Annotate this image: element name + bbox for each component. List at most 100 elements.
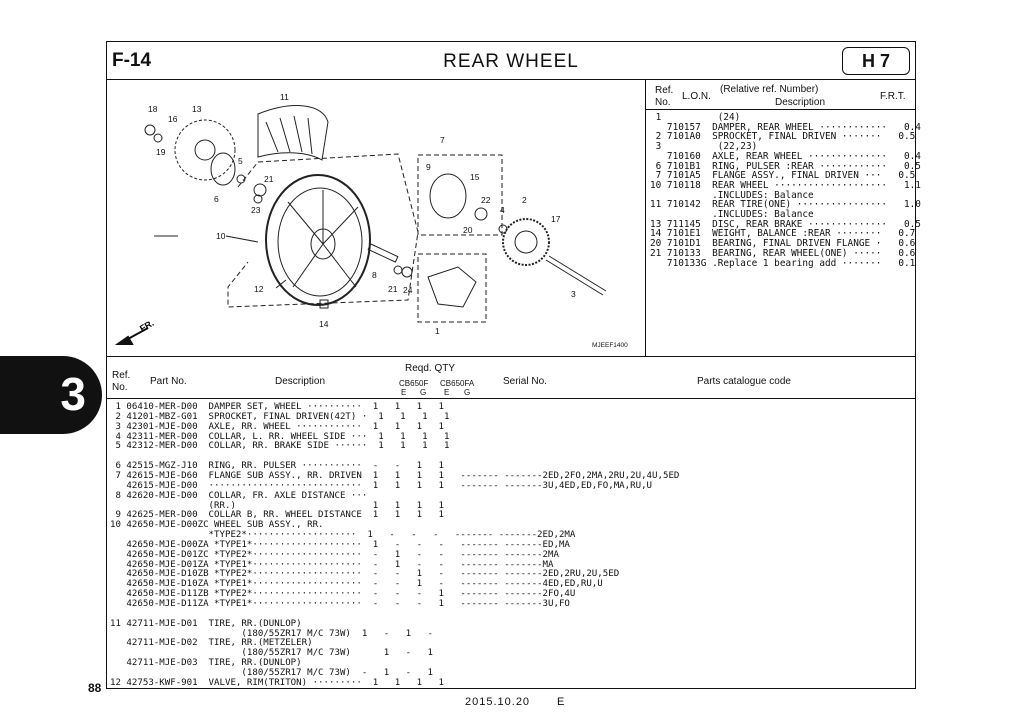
part-row: 42650-MJE-D01ZA *TYPE1*·················… (110, 559, 554, 570)
callout-label: 16 (168, 114, 178, 124)
ref-row: 1 (24) (650, 112, 741, 123)
callout-label: 2 (522, 195, 527, 205)
catalogue-code-header: Parts catalogue code (697, 376, 791, 387)
page-title: REAR WHEEL (443, 51, 579, 72)
ref-row: 10 710118 REAR WHEEL ···················… (650, 179, 921, 191)
ref-row: 7 7101A5 FLANGE ASSY., FINAL DRIVEN ··· … (650, 170, 916, 182)
ref-row: 20 7101D1 BEARING, FINAL DRIVEN FLANGE ·… (650, 238, 916, 250)
model-code-box: H 7 (842, 47, 910, 75)
description-header: Description (275, 376, 326, 387)
callout-label: 21 (264, 174, 274, 184)
type-e-header: E (401, 388, 407, 397)
part-row: 2 41201-MBZ-G01 SPROCKET, FINAL DRIVEN(4… (110, 411, 450, 422)
exploded-diagram: FR. 18 16 13 11 19 5 21 23 6 10 7 9 15 2… (114, 92, 628, 349)
callout-label: 6 (214, 194, 219, 204)
part-row: 7 42615-MJE-D60 FLANGE SUB ASSY., RR. DR… (110, 470, 680, 481)
callout-label: 8 (372, 270, 377, 280)
axle-drawing (545, 255, 607, 296)
flange-outline (417, 154, 503, 236)
serial-no-header: Serial No. (503, 376, 547, 387)
part-no-header: Part No. (150, 376, 187, 387)
ref-description-header: Description (775, 97, 826, 108)
wheel-drawing (265, 174, 371, 306)
ref-row: 3 (22,23) (650, 141, 758, 153)
front-arrow-icon (114, 327, 149, 345)
page-frame (106, 41, 916, 689)
ref-row: 710160 AXLE, REAR WHEEL ·············· 0… (650, 150, 921, 162)
part-row: 11 42711-MJE-D01 TIRE, RR.(DUNLOP) (110, 618, 302, 629)
part-row: 3 42301-MJE-D00 AXLE, RR. WHEEL ········… (110, 421, 444, 432)
ref-row: 14 7101E1 WEIGHT, BALANCE :REAR ········… (650, 228, 916, 240)
callout-label: 14 (319, 319, 329, 329)
diagram-divider (645, 80, 646, 356)
ref-row: 710133G .Replace 1 bearing add ······· 0… (650, 257, 916, 269)
callout-label: 13 (192, 104, 202, 114)
lon-header: L.O.N. (682, 91, 711, 102)
type-g-header: G (420, 388, 427, 397)
part-row: 12 42753-KWF-901 VALVE, RIM(TRITON) ····… (110, 677, 444, 688)
type-g-header: G (464, 388, 471, 397)
damper-outline (417, 253, 487, 323)
part-row: 42650-MJE-D11ZB *TYPE2*·················… (110, 589, 576, 600)
part-row: 42650-MJE-D00ZA *TYPE1*·················… (110, 539, 570, 550)
ref-row: 6 7101B1 RING, PULSER :REAR ············… (650, 160, 921, 172)
part-row: 9 42625-MER-D00 COLLAR B, RR. WHEEL DIST… (110, 510, 444, 521)
part-row: 42650-MJE-D10ZA *TYPE1*·················… (110, 579, 603, 590)
ref-row: 710157 DAMPER, REAR WHEEL ············ 0… (650, 121, 921, 133)
callout-label: 22 (481, 195, 491, 205)
tire-drawing (257, 105, 329, 161)
model2-header: CB650FA (440, 379, 475, 388)
page-number: 88 (88, 681, 102, 695)
part-row: 42711-MJE-D03 TIRE, RR.(DUNLOP) (110, 658, 302, 669)
callout-label: 17 (551, 214, 561, 224)
callout-label: 1 (435, 326, 440, 336)
part-row: (180/55ZR17 M/C 73W) - 1 - 1 (110, 667, 434, 678)
callout-label: 9 (426, 162, 431, 172)
part-row: 4 42311-MER-D00 COLLAR, L. RR. WHEEL SID… (110, 431, 450, 442)
section-tab: 3 (0, 356, 102, 434)
front-arrow-label: FR. (138, 318, 156, 334)
part-row: 42711-MJE-D02 TIRE, RR.(METZELER) (110, 638, 313, 649)
callout-label: 12 (254, 284, 264, 294)
ref-header: Ref. (655, 85, 674, 96)
reqd-qty-header: Reqd. QTY (405, 363, 456, 374)
ref-no-header: No. (112, 382, 128, 393)
brake-disc-drawing (174, 119, 236, 181)
callout-label: 21 (388, 284, 398, 294)
print-date: 2015.10.20 (465, 696, 531, 708)
callout-label: 23 (251, 205, 261, 215)
ref-no-header: No. (655, 97, 671, 108)
ref-header: Ref. (112, 370, 131, 381)
part-row: *TYPE2*···················· 1 - - - ----… (110, 530, 576, 541)
type-e-header: E (444, 388, 450, 397)
ref-row: 13 711145 DISC, REAR BRAKE ·············… (650, 218, 921, 230)
title-divider (106, 79, 916, 80)
ref-row: 2 7101A0 SPROCKET, FINAL DRIVEN ······· … (650, 131, 916, 143)
part-row: 1 06410-MER-D00 DAMPER SET, WHEEL ······… (110, 402, 444, 412)
part-row: 5 42312-MER-D00 COLLAR, RR. BRAKE SIDE ·… (110, 441, 450, 452)
part-row: 42650-MJE-D01ZC *TYPE2*·················… (110, 549, 559, 560)
edition-mark: E (557, 696, 565, 708)
callout-label: 20 (463, 225, 473, 235)
callout-label: 11 (280, 92, 289, 102)
part-row: 42615-MJE-D00 ··························… (110, 480, 653, 491)
callout-label: 15 (470, 172, 480, 182)
callout-label: 19 (156, 147, 166, 157)
callout-label: 18 (148, 104, 158, 114)
part-row: (180/55ZR17 M/C 73W) 1 - 1 - (110, 628, 434, 639)
callout-label: 7 (440, 135, 445, 145)
callout-label: 5 (238, 156, 243, 166)
part-row: 42650-MJE-D11ZA *TYPE1*·················… (110, 599, 570, 609)
ref-header-divider (646, 109, 916, 110)
ref-row: 21 710133 BEARING, REAR WHEEL(ONE) ·····… (650, 247, 916, 259)
part-row: 6 42515-MGZ-J10 RING, RR. PULSER ·······… (110, 461, 444, 472)
ref-row: .INCLUDES: Balance (650, 189, 814, 201)
callout-label: 24 (403, 285, 413, 295)
relative-ref-header: (Relative ref. Number) (720, 84, 819, 95)
drawing-id: MJEEF1400 (592, 342, 628, 349)
sprocket-drawing (502, 218, 550, 266)
callout-label: 10 (216, 231, 226, 241)
callout-label: 4 (500, 205, 505, 215)
ref-row: 11 710142 REAR TIRE(ONE) ···············… (650, 199, 921, 211)
ref-row: .INCLUDES: Balance (650, 209, 814, 220)
